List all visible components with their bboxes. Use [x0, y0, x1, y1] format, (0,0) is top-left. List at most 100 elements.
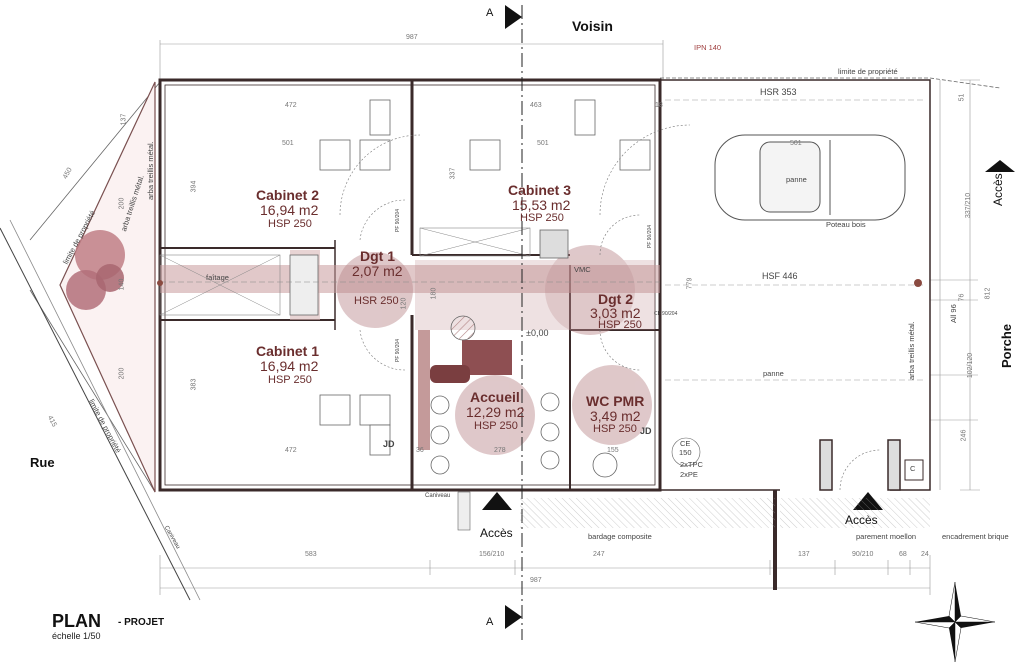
encadrement-note: encadrement brique	[942, 532, 1009, 541]
room-name-dgt2: Dgt 2	[598, 291, 633, 307]
dim-200b: 200	[118, 367, 126, 380]
room-name-wcpmr: WC PMR	[586, 393, 645, 409]
ipn-note: IPN 140	[694, 43, 722, 52]
dim-278: 278	[494, 447, 506, 454]
dim-779: 779	[686, 277, 694, 290]
dim-472a: 472	[285, 102, 297, 109]
section-mark-bottom: A	[486, 616, 494, 628]
ce-num-note: 150	[679, 448, 692, 457]
car-icon	[714, 134, 906, 221]
jd-left-note: JD	[383, 439, 395, 449]
dim-36: 36	[416, 447, 424, 454]
faitage-note: faîtage	[206, 273, 229, 282]
room-hsp-accueil: HSP 250	[474, 420, 518, 432]
room-hsp-cabinet1: HSP 250	[268, 374, 312, 386]
room-area-cabinet1: 16,94 m2	[260, 358, 319, 374]
room-area-cabinet3: 15,53 m2	[512, 197, 571, 213]
room-area-dgt2: 3,03 m2	[590, 305, 641, 321]
pf2-note: PF 90/204	[395, 338, 401, 362]
acces-side-label: Accès	[991, 173, 1005, 206]
voisin-label: Voisin	[572, 18, 613, 34]
door-swings	[339, 124, 881, 491]
dim-68: 68	[899, 551, 907, 558]
dim-501a: 501	[282, 140, 294, 147]
acces-arrow	[482, 492, 512, 510]
acces-main-label: Accès	[480, 526, 513, 540]
room-hsp-dgt1: HSR 250	[354, 295, 399, 307]
porche-label: Porche	[999, 323, 1014, 368]
dim-180: 180	[430, 287, 438, 300]
cf-note: CF 90/204	[654, 311, 678, 317]
panne-top-note: panne	[786, 175, 807, 184]
dim-137-bottom: 137	[798, 551, 810, 558]
room-name-cabinet3: Cabinet 3	[508, 182, 572, 198]
dim-156: 156/210	[479, 551, 505, 558]
arba-left-note: arba treillis métal.	[146, 141, 155, 200]
zero-level-note: ±0,00	[526, 328, 549, 338]
dim-247: 247	[593, 551, 605, 558]
dim-812: 812	[984, 287, 992, 300]
room-area-accueil: 12,29 m2	[466, 404, 525, 420]
dim-472b: 472	[285, 447, 297, 454]
turning-circles	[337, 245, 655, 455]
room-name-cabinet2: Cabinet 2	[256, 187, 320, 203]
limite-top-note: limite de propriété	[838, 67, 898, 76]
dim-102: 102/120	[967, 352, 975, 379]
room-area-cabinet2: 16,94 m2	[260, 202, 319, 218]
dim-394: 394	[190, 180, 198, 193]
pf3-note: PF 90/204	[647, 224, 653, 248]
dim-top-987: 987	[406, 34, 418, 41]
reception-desk	[462, 340, 512, 375]
dim-501b: 501	[537, 140, 549, 147]
north-compass-icon	[914, 581, 996, 663]
pe-note: 2xPE	[680, 470, 698, 479]
dim-24: 24	[921, 551, 929, 558]
room-hsp-cabinet2: HSP 250	[268, 218, 312, 230]
plan-title: PLAN	[52, 611, 101, 631]
dimension-lines	[159, 40, 980, 595]
property-limits	[0, 77, 1001, 601]
section-mark-top: A	[486, 7, 494, 19]
facade-cladding	[520, 498, 775, 528]
room-hsp-dgt2: HSP 250	[598, 319, 642, 331]
parement-note: parement moellon	[856, 532, 917, 541]
dim-383: 383	[190, 378, 198, 391]
faitage-band	[160, 265, 660, 293]
bardage-note: bardage composite	[588, 532, 652, 541]
room-hsp-cabinet3: HSP 250	[520, 212, 564, 224]
room-name-dgt1: Dgt 1	[360, 248, 395, 264]
hsf-note: HSF 446	[762, 271, 798, 281]
all-note: All 96	[949, 304, 958, 323]
dim-246: 246	[960, 429, 968, 442]
dim-337: 337	[449, 167, 457, 180]
tpc-note: 2xTPC	[680, 460, 703, 469]
dim-140: 140	[118, 278, 126, 291]
vmc-note: VMC	[574, 265, 591, 274]
desks	[289, 99, 651, 478]
plan-subtitle: - PROJET	[118, 617, 165, 628]
dim-18: 18	[655, 102, 663, 109]
jd-right-note: JD	[640, 426, 652, 436]
dim-200a: 200	[118, 197, 126, 210]
rue-label: Rue	[30, 455, 55, 470]
dim-bottom-987: 987	[530, 577, 542, 584]
dim-137: 137	[120, 113, 128, 126]
waiting-chairs	[430, 315, 560, 475]
room-area-wcpmr: 3,49 m2	[590, 408, 641, 424]
arba-right-note: arba treillis métal.	[907, 321, 916, 380]
panne-bottom-note: panne	[763, 369, 784, 378]
ce-note: CE	[680, 439, 691, 448]
room-name-cabinet1: Cabinet 1	[256, 343, 320, 359]
dim-76: 76	[958, 293, 966, 302]
dim-463: 463	[530, 102, 542, 109]
room-name-accueil: Accueil	[470, 389, 520, 405]
plan-scale: échelle 1/50	[52, 631, 101, 641]
dim-583: 583	[305, 551, 317, 558]
dim-90: 90/210	[852, 551, 874, 558]
hsr-note: HSR 353	[760, 87, 797, 97]
acces-porche-label: Accès	[845, 513, 878, 527]
dim-501c: 501	[790, 140, 802, 147]
poteau-note: Poteau bois	[826, 220, 866, 229]
dim-155: 155	[607, 447, 619, 454]
